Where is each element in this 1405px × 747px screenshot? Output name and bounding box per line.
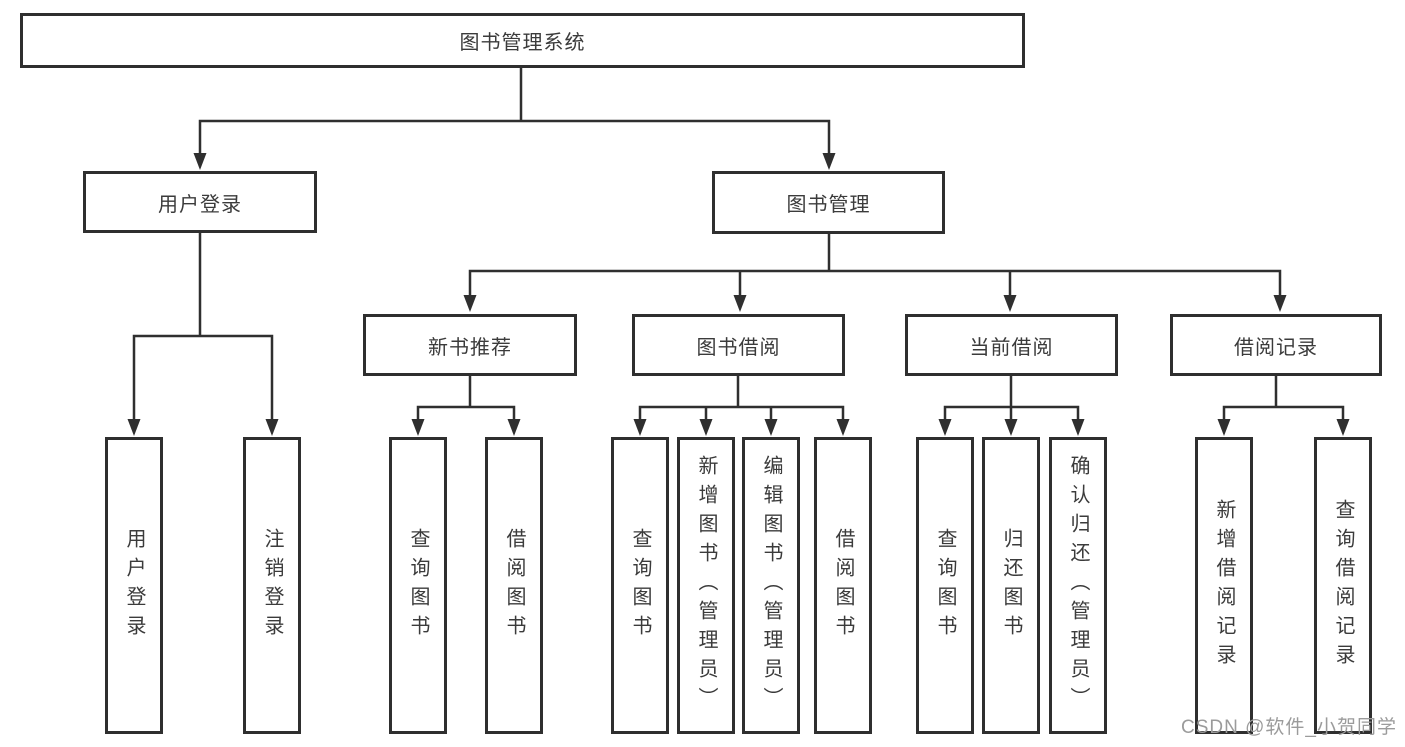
leaf-query-books-current: 查询图书: [916, 437, 974, 734]
leaf-edit-books-admin: 编辑图书（管理员）: [742, 437, 800, 734]
leaf-borrow-books: 借阅图书: [814, 437, 872, 734]
watermark: CSDN @软件_小贺同学: [1181, 717, 1397, 738]
leaf-confirm-return-admin: 确认归还（管理员）: [1049, 437, 1107, 734]
leaf-query-books-borrow: 查询图书: [611, 437, 669, 734]
arrowheads: [127, 153, 1350, 436]
leaf-query-books-recommend: 查询图书: [389, 437, 447, 734]
node-current-borrowing: 当前借阅: [905, 314, 1118, 376]
node-borrowing-records: 借阅记录: [1170, 314, 1382, 376]
node-user-login-group: 用户登录: [83, 171, 317, 233]
connector-shafts: [132, 66, 1345, 424]
leaf-return-books: 归还图书: [982, 437, 1040, 734]
node-book-management: 图书管理: [712, 171, 945, 234]
leaf-borrow-books-recommend: 借阅图书: [485, 437, 543, 734]
leaf-query-borrow-record: 查询借阅记录: [1314, 437, 1372, 734]
leaf-add-books-admin: 新增图书（管理员）: [677, 437, 735, 734]
leaf-logout: 注销登录: [243, 437, 301, 734]
node-new-book-recommendation: 新书推荐: [363, 314, 577, 376]
leaf-user-login: 用户登录: [105, 437, 163, 734]
node-library-management-system: 图书管理系统: [20, 13, 1025, 68]
node-book-borrowing: 图书借阅: [632, 314, 845, 376]
leaf-add-borrow-record: 新增借阅记录: [1195, 437, 1253, 734]
